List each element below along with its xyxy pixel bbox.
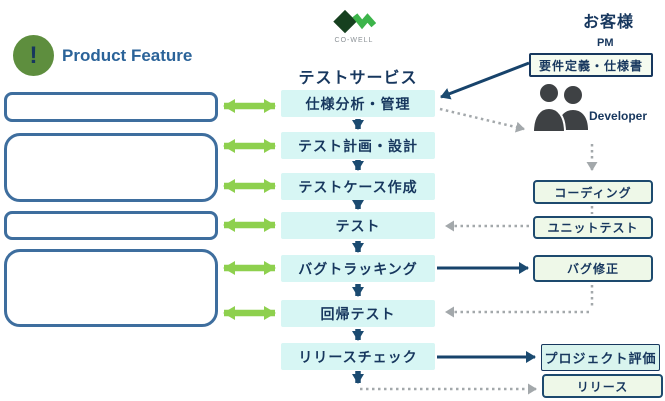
box-release: リリース bbox=[542, 374, 663, 398]
box-requirements-spec: 要件定義・仕様書 bbox=[529, 53, 653, 77]
product-feature-box-4 bbox=[4, 249, 218, 327]
step-test-case-creation: テストケース作成 bbox=[281, 173, 435, 200]
cowell-logo: CO-WELL bbox=[329, 3, 379, 50]
pm-label: PM bbox=[597, 37, 614, 49]
product-feature-box-3 bbox=[4, 211, 218, 240]
box-bug-fix: バグ修正 bbox=[533, 255, 653, 282]
gray-dotted-connectors bbox=[360, 107, 598, 395]
box-project-evaluation: プロジェクト評価 bbox=[541, 344, 660, 371]
step-test-planning: テスト計画・設計 bbox=[281, 132, 435, 159]
product-feature-heading: Product Feature bbox=[62, 46, 193, 65]
step-bug-tracking: バグトラッキング bbox=[281, 255, 435, 282]
product-feature-box-1 bbox=[4, 92, 218, 122]
box-coding: コーディング bbox=[533, 180, 653, 204]
step-testing: テスト bbox=[281, 212, 435, 239]
test-service-heading: テストサービス bbox=[298, 70, 418, 87]
developer-people-icon bbox=[532, 82, 588, 132]
step-spec-analysis: 仕様分析・管理 bbox=[281, 90, 435, 117]
product-feature-box-2 bbox=[4, 133, 218, 202]
step-release-check: リリースチェック bbox=[281, 343, 435, 370]
step-regression-test: 回帰テスト bbox=[281, 300, 435, 327]
box-unit-test: ユニットテスト bbox=[533, 216, 653, 239]
cowell-logo-mark bbox=[333, 9, 376, 34]
green-double-arrows bbox=[223, 99, 276, 320]
customer-heading: お客様 bbox=[583, 14, 635, 31]
exclamation-glyph: ! bbox=[29, 41, 38, 69]
navy-connectors bbox=[437, 61, 536, 363]
cowell-logo-text: CO-WELL bbox=[334, 37, 374, 44]
developer-label: Developer bbox=[589, 109, 648, 123]
alert-circle-icon: ! bbox=[13, 35, 54, 76]
